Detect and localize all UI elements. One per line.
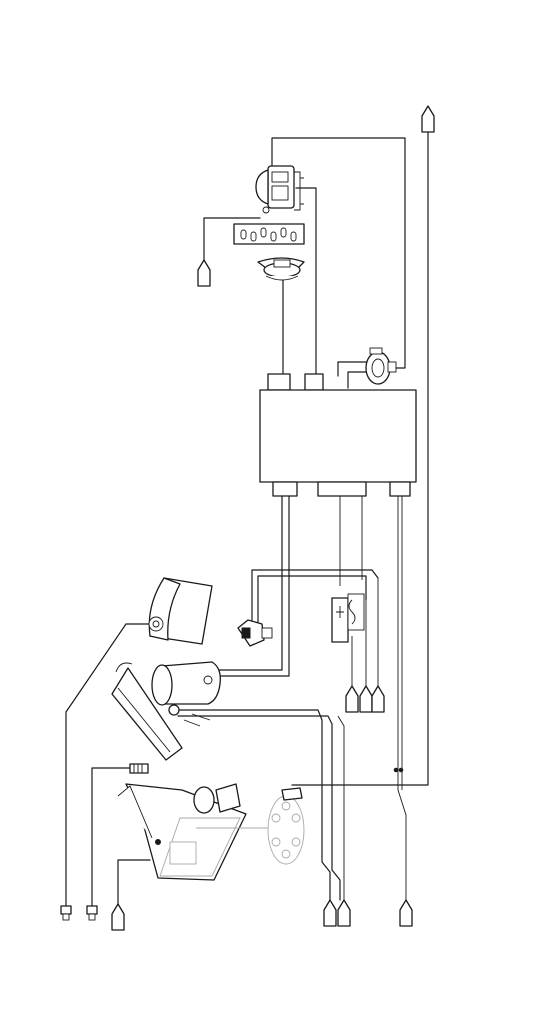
splice-dot-2 (399, 768, 403, 772)
trailer-plug-pin-3 (292, 838, 300, 846)
inline-switch (130, 764, 148, 773)
screw-terminal-1-body (63, 914, 69, 920)
headlight-socket (204, 676, 212, 684)
pod-light-bulb (153, 621, 159, 627)
wire-grip-c (338, 716, 344, 900)
module-connector-top-2 (305, 374, 323, 390)
wiring-harness (66, 132, 428, 910)
hub-motor (258, 258, 304, 280)
module-connector-top-1 (268, 374, 290, 390)
solenoid-cap (216, 784, 240, 812)
control-module-body (260, 390, 416, 482)
inline-fuse (366, 348, 396, 384)
module-connector-bottom-2 (318, 482, 366, 496)
terminal-left (198, 260, 210, 286)
connector-pin-5 (281, 228, 286, 237)
module-connector-bottom-3 (390, 482, 410, 496)
hub-motor-base (266, 276, 298, 280)
relay-coil-box (348, 594, 364, 630)
headlight-lens (152, 662, 220, 705)
battery-cell (170, 842, 196, 864)
trailer-plug (268, 788, 304, 864)
connector-pin-3 (261, 228, 266, 237)
screw-terminal-2-head (87, 906, 97, 914)
trailer-plug-pin-6 (272, 814, 280, 822)
terminal-bottom-right (400, 900, 412, 926)
terminal-relay-2 (360, 686, 372, 712)
screw-terminal-2 (87, 906, 97, 920)
trailer-plug-pin-1 (282, 802, 290, 810)
trailer-plug-pin-2 (292, 814, 300, 822)
inline-fuse-cap (388, 362, 396, 372)
terminal-top-right (422, 106, 434, 132)
screw-terminal-1-head (61, 906, 71, 914)
screw-terminal-2-body (89, 914, 95, 920)
splice-dot-1 (394, 768, 398, 772)
key-switch (238, 620, 272, 646)
wire-block-headlight-a (210, 496, 282, 670)
inline-switch-body (130, 764, 148, 773)
grip-connector (169, 705, 179, 715)
terminal-bottom-2 (338, 900, 350, 926)
inline-fuse-top (370, 348, 382, 354)
connector-pin-2 (251, 232, 256, 241)
relay (332, 594, 364, 642)
terminal-relay-3 (372, 686, 384, 712)
round-pod-light (149, 578, 212, 644)
trailer-plug-clip (282, 788, 302, 800)
trailer-plug-pin-5 (272, 838, 280, 846)
control-pod-screen-bottom (272, 186, 288, 200)
control-pod-cap (256, 170, 268, 204)
inline-fuse-core (372, 359, 384, 377)
control-pod-bolt (263, 207, 269, 213)
connector-pin-6 (291, 232, 296, 241)
connector-pin-1 (241, 230, 246, 239)
terminal-bottom-1 (324, 900, 336, 926)
trailer-plug-pin-4 (282, 850, 290, 858)
wire-fuse-block-a (338, 362, 366, 376)
battery-terminal (156, 840, 161, 845)
connector-strip (234, 224, 304, 244)
relay-housing (332, 598, 348, 642)
connector-pin-4 (271, 232, 276, 241)
terminal-relay-1 (346, 686, 358, 712)
headlight-front (152, 665, 172, 705)
key-switch-key (242, 628, 250, 638)
control-pod (256, 166, 304, 213)
wire-pod-right (296, 188, 316, 376)
control-module (260, 374, 416, 496)
module-connector-bottom-1 (273, 482, 297, 496)
solenoid-body (194, 787, 214, 813)
wire-fuse-block-b (348, 372, 366, 388)
control-pod-bracket (294, 172, 304, 210)
hub-motor-cap (274, 260, 290, 267)
screw-terminal-1 (61, 906, 71, 920)
terminal-bottom-left (112, 904, 124, 930)
wire-battery (118, 860, 150, 910)
key-switch-barrel (262, 628, 272, 638)
control-pod-screen-top (272, 172, 288, 182)
